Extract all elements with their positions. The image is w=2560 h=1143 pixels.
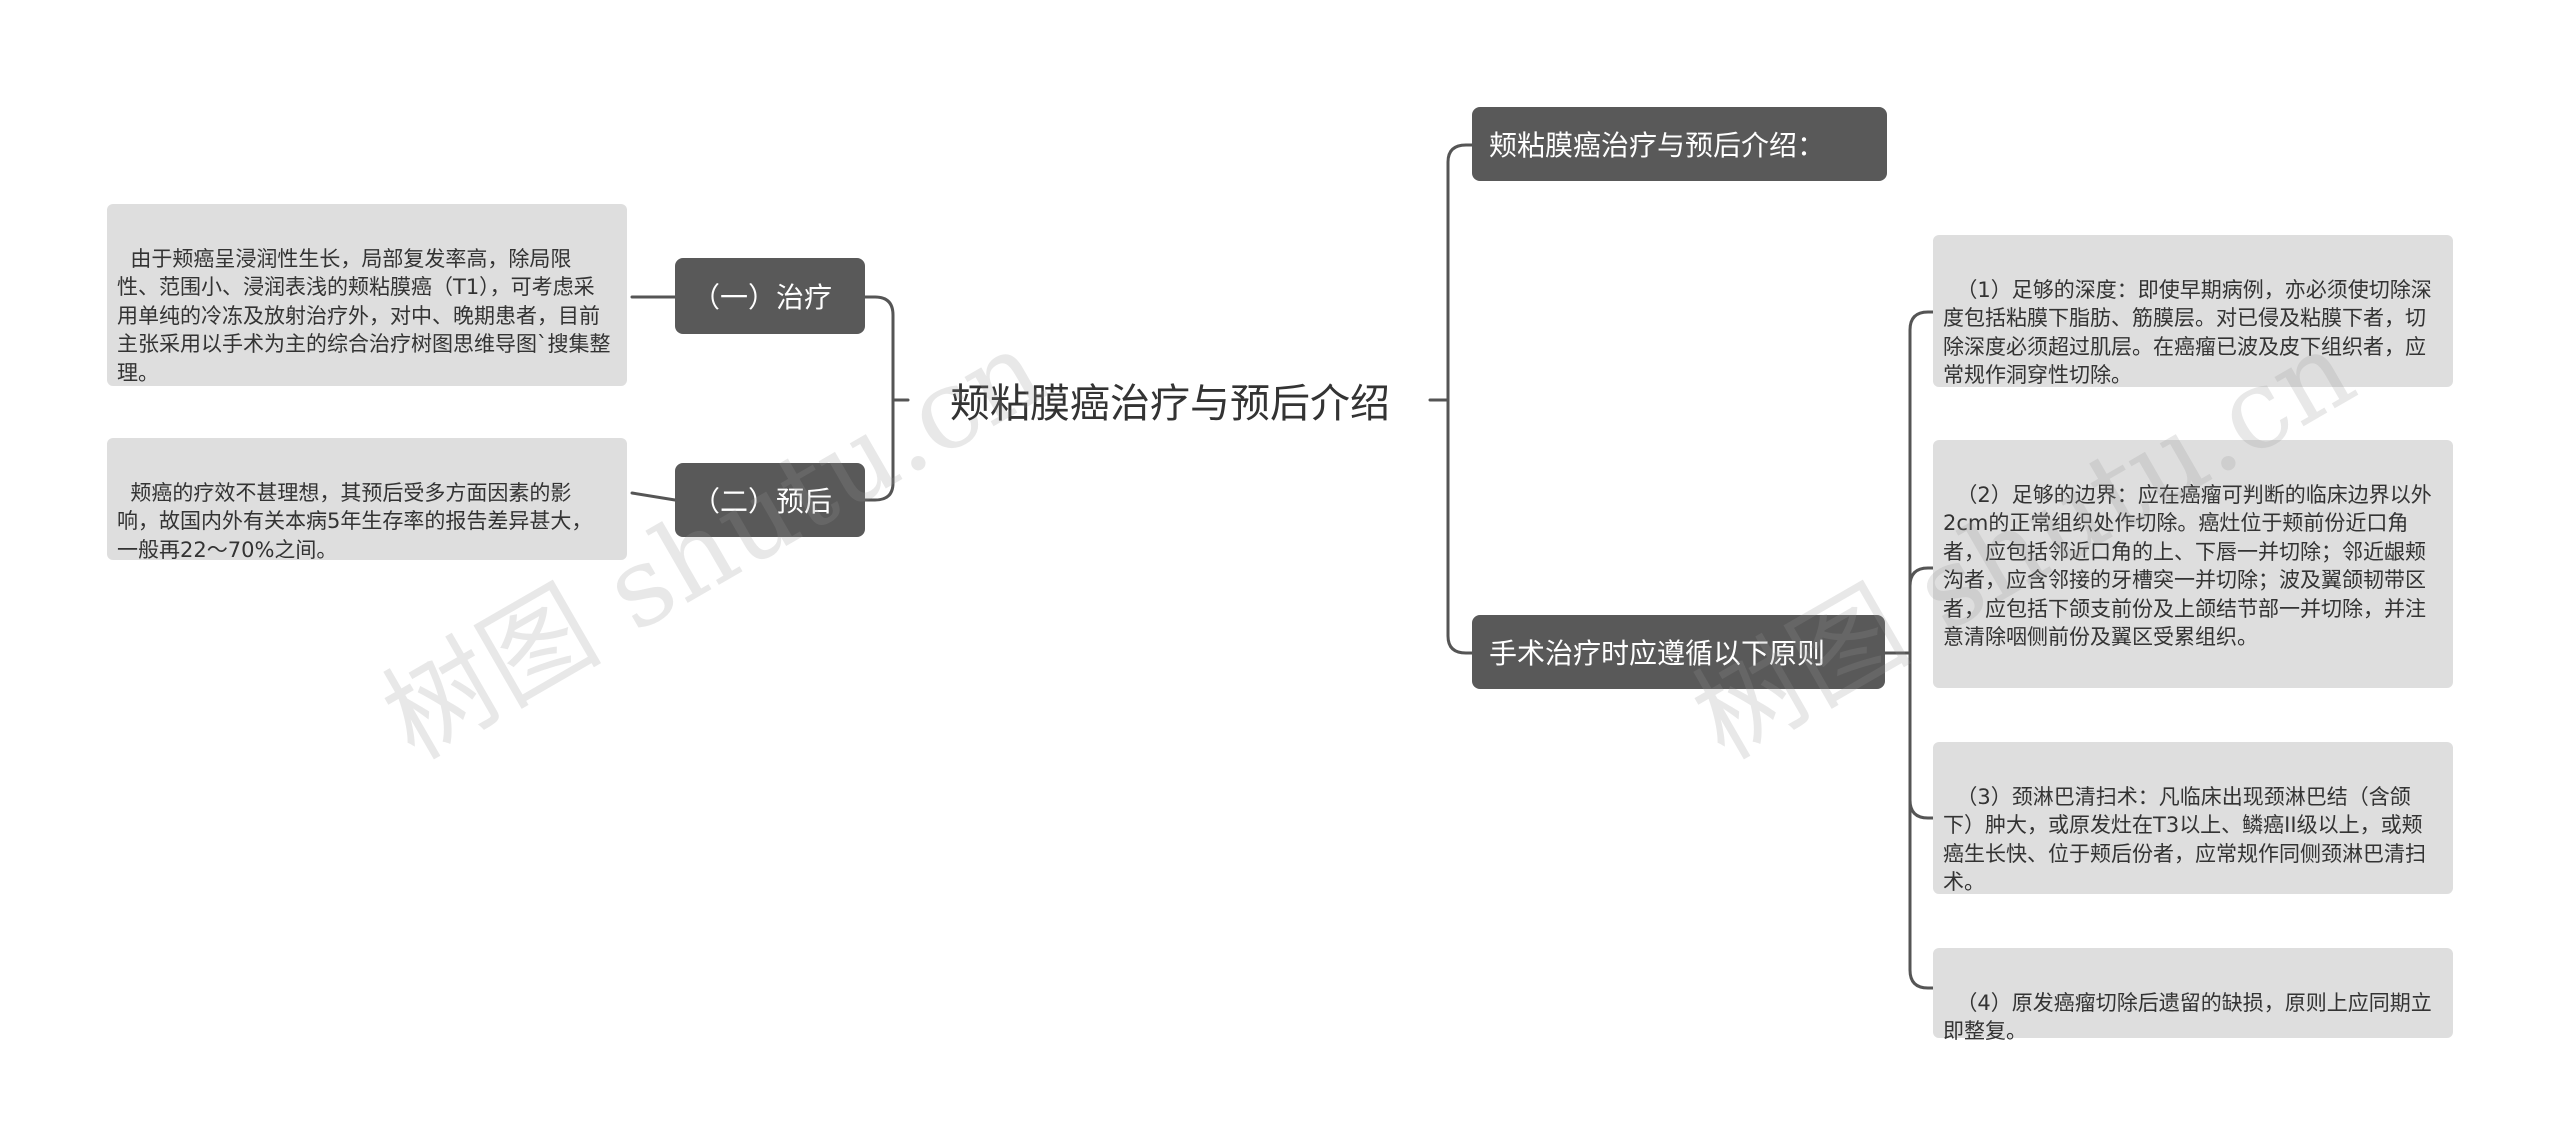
branch-treatment[interactable]: （一）治疗 — [675, 258, 865, 334]
branch-prognosis-label: （二）预后 — [692, 485, 833, 518]
branch-prognosis[interactable]: （二）预后 — [675, 463, 865, 537]
leaf-principle-reconstruction-text: （4）原发癌瘤切除后遗留的缺损，原则上应同期立即整复。 — [1943, 990, 2432, 1044]
leaf-principle-depth-text: （1）足够的深度：即使早期病例，亦必须使切除深度包括粘膜下脂肪、筋膜层。对已侵及… — [1943, 277, 2432, 388]
leaf-principle-margin-text: （2）足够的边界：应在癌瘤可判断的临床边界以外2cm的正常组织处作切除。癌灶位于… — [1943, 482, 2432, 650]
branch-intro[interactable]: 颊粘膜癌治疗与预后介绍： — [1472, 107, 1887, 181]
root-topic[interactable]: 颊粘膜癌治疗与预后介绍 — [920, 365, 1420, 435]
leaf-principle-neck-dissection-text: （3）颈淋巴清扫术：凡临床出现颈淋巴结（含颌下）肿大，或原发灶在T3以上、鳞癌I… — [1943, 784, 2426, 895]
branch-intro-label: 颊粘膜癌治疗与预后介绍： — [1489, 129, 1826, 162]
connector-prognosis-leaf — [630, 491, 677, 502]
leaf-treatment-detail[interactable]: 由于颊癌呈浸润性生长，局部复发率高，除局限性、范围小、浸润表浅的颊粘膜癌（T1）… — [107, 204, 627, 386]
leaf-principle-reconstruction[interactable]: （4）原发癌瘤切除后遗留的缺损，原则上应同期立即整复。 — [1933, 948, 2453, 1043]
branch-surgery-principles-label: 手术治疗时应遵循以下原则 — [1489, 637, 1826, 670]
connector-right-spine — [1446, 143, 1474, 655]
leaf-treatment-text: 由于颊癌呈浸润性生长，局部复发率高，除局限性、范围小、浸润表浅的颊粘膜癌（T1）… — [117, 246, 611, 385]
connector-surgery-spine — [1883, 310, 1935, 990]
branch-treatment-label: （一）治疗 — [692, 281, 833, 314]
leaf-prognosis-detail[interactable]: 颊癌的疗效不甚理想，其预后受多方面因素的影响，故国内外有关本病5年生存率的报告差… — [107, 438, 627, 562]
leaf-principle-neck-dissection[interactable]: （3）颈淋巴清扫术：凡临床出现颈淋巴结（含颌下）肿大，或原发灶在T3以上、鳞癌I… — [1933, 742, 2453, 894]
leaf-principle-depth[interactable]: （1）足够的深度：即使早期病例，亦必须使切除深度包括粘膜下脂肪、筋膜层。对已侵及… — [1933, 235, 2453, 387]
connector-left-spine — [863, 295, 895, 502]
branch-surgery-principles[interactable]: 手术治疗时应遵循以下原则 — [1472, 615, 1885, 689]
root-topic-label: 颊粘膜癌治疗与预后介绍 — [950, 381, 1390, 427]
leaf-principle-margin[interactable]: （2）足够的边界：应在癌瘤可判断的临床边界以外2cm的正常组织处作切除。癌灶位于… — [1933, 440, 2453, 688]
leaf-prognosis-text: 颊癌的疗效不甚理想，其预后受多方面因素的影响，故国内外有关本病5年生存率的报告差… — [117, 480, 593, 562]
